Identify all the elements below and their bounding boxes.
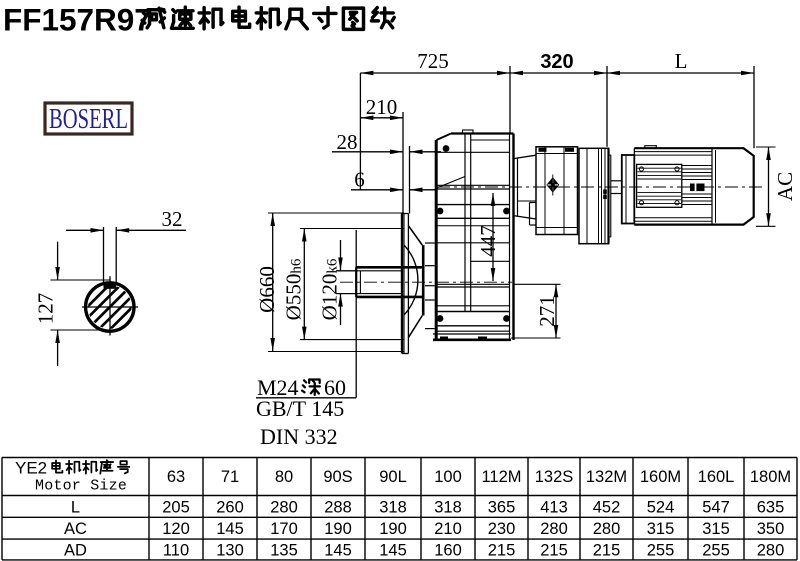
svg-text:255: 255 [702, 542, 730, 560]
svg-text:6: 6 [354, 168, 365, 192]
svg-text:32: 32 [162, 207, 183, 231]
svg-text:110: 110 [163, 542, 189, 560]
svg-text:255: 255 [647, 542, 675, 560]
svg-text:230: 230 [488, 520, 516, 538]
svg-text:365: 365 [488, 498, 516, 516]
svg-text:260: 260 [216, 498, 244, 516]
svg-text:413: 413 [540, 498, 568, 516]
svg-text:90L: 90L [379, 468, 407, 486]
svg-text:130: 130 [216, 542, 244, 560]
svg-text:320: 320 [540, 51, 573, 73]
svg-text:132M: 132M [586, 468, 627, 486]
svg-text:M24: M24 [257, 375, 299, 400]
svg-text:280: 280 [540, 520, 568, 538]
svg-text:547: 547 [702, 498, 730, 516]
svg-text:AC: AC [64, 520, 87, 538]
svg-text:120: 120 [162, 520, 190, 538]
svg-text:90S: 90S [323, 468, 352, 486]
svg-text:315: 315 [647, 520, 675, 538]
svg-text:318: 318 [434, 498, 462, 516]
svg-text:GB/T 145: GB/T 145 [256, 396, 344, 421]
svg-text:Motor Size: Motor Size [35, 478, 127, 495]
svg-text:180M: 180M [750, 468, 791, 486]
svg-text:100: 100 [434, 468, 462, 486]
svg-text:127: 127 [34, 293, 58, 325]
svg-text:L: L [71, 498, 80, 516]
svg-text:BOSERL: BOSERL [49, 104, 128, 135]
svg-text:280: 280 [593, 520, 621, 538]
svg-text:160M: 160M [640, 468, 681, 486]
svg-text:145: 145 [379, 542, 407, 560]
svg-text:280: 280 [757, 542, 785, 560]
svg-text:215: 215 [593, 542, 621, 560]
svg-text:524: 524 [647, 498, 675, 516]
svg-text:215: 215 [540, 542, 568, 560]
svg-text:60: 60 [324, 375, 346, 400]
svg-text:271: 271 [535, 295, 559, 327]
svg-text:L: L [675, 49, 688, 73]
svg-text:FF157R97: FF157R97 [3, 2, 152, 38]
svg-text:YE2: YE2 [15, 459, 47, 478]
svg-text:28: 28 [337, 130, 358, 154]
svg-text:112M: 112M [481, 468, 521, 486]
svg-text:280: 280 [270, 498, 298, 516]
svg-text:80: 80 [275, 468, 293, 486]
svg-text:635: 635 [757, 498, 785, 516]
svg-text:71: 71 [221, 468, 239, 486]
svg-text:447: 447 [476, 225, 500, 257]
svg-text:AC: AC [773, 172, 797, 201]
svg-text:Ø660: Ø660 [255, 266, 279, 313]
svg-text:63: 63 [167, 468, 185, 486]
svg-text:DIN 332: DIN 332 [260, 424, 338, 449]
svg-text:190: 190 [379, 520, 407, 538]
svg-text:190: 190 [324, 520, 352, 538]
svg-text:725: 725 [417, 49, 449, 73]
svg-text:AD: AD [64, 542, 87, 560]
svg-text:170: 170 [270, 520, 298, 538]
svg-text:135: 135 [270, 542, 298, 560]
svg-text:318: 318 [379, 498, 407, 516]
svg-text:145: 145 [216, 520, 244, 538]
svg-text:160: 160 [434, 542, 462, 560]
svg-text:145: 145 [324, 542, 352, 560]
svg-text:210: 210 [434, 520, 462, 538]
svg-text:160L: 160L [698, 468, 735, 486]
svg-text:350: 350 [757, 520, 785, 538]
svg-text:288: 288 [324, 498, 352, 516]
svg-text:215: 215 [488, 542, 516, 560]
svg-text:315: 315 [702, 520, 730, 538]
svg-text:210: 210 [366, 95, 398, 119]
svg-text:205: 205 [162, 498, 190, 516]
svg-text:452: 452 [593, 498, 621, 516]
svg-text:132S: 132S [535, 468, 574, 486]
